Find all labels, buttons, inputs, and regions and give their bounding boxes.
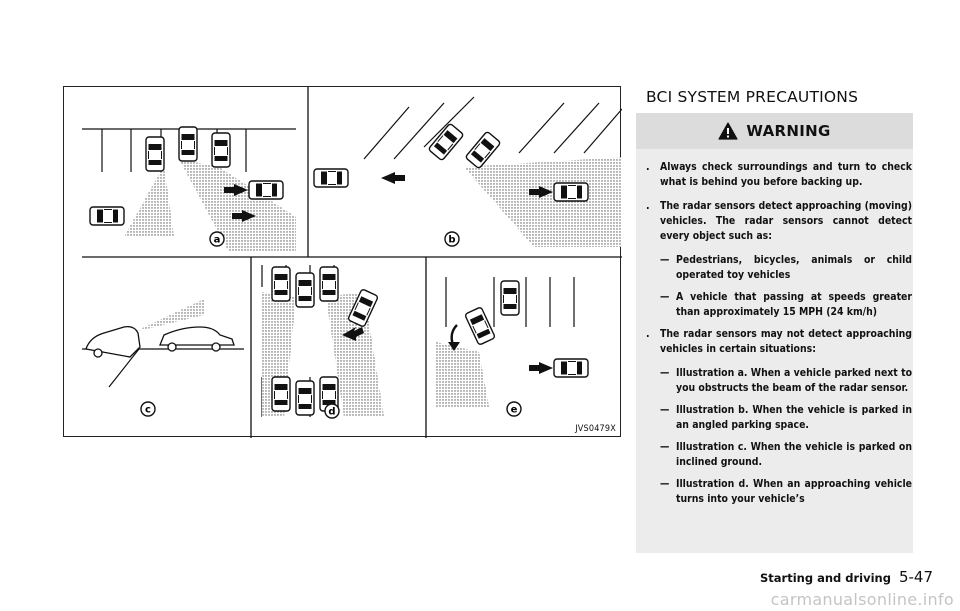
warning-body: . Always check surroundings and turn to … bbox=[646, 160, 912, 514]
warning-sub-item: — Illustration c. When the vehicle is pa… bbox=[646, 440, 912, 470]
section-title: BCI SYSTEM PRECAUTIONS bbox=[646, 88, 859, 106]
warning-label: WARNING bbox=[746, 122, 831, 140]
panel-c-label: c bbox=[140, 401, 156, 417]
bullet-text: Always check surroundings and turn to ch… bbox=[660, 161, 912, 188]
watermark: carmanualsonline.info bbox=[770, 590, 954, 609]
warning-triangle-icon bbox=[718, 122, 739, 140]
sub-item-text: Illustration c. When the vehicle is park… bbox=[676, 441, 912, 468]
panel-a-label: a bbox=[209, 231, 225, 247]
page-footer: Starting and driving 5-47 bbox=[760, 568, 933, 586]
panel-c bbox=[82, 299, 244, 388]
footer-section-name: Starting and driving bbox=[760, 571, 891, 585]
bullet-dot: . bbox=[646, 328, 650, 340]
illustration-figure: a b bbox=[63, 86, 622, 438]
dash-marker: — bbox=[660, 291, 670, 303]
panel-label-a: a bbox=[214, 235, 221, 246]
warning-bullet: . The radar sensors detect approaching (… bbox=[646, 199, 912, 244]
dash-marker: — bbox=[660, 254, 670, 266]
dash-marker: — bbox=[660, 441, 670, 453]
sub-item-text: Illustration b. When the vehicle is park… bbox=[676, 404, 912, 431]
bci-scenarios-diagram: a b bbox=[82, 87, 622, 438]
sub-item-text: A vehicle that passing at speeds greater… bbox=[676, 291, 912, 318]
sub-item-text: Pedestrians, bicycles, animals or child … bbox=[676, 254, 912, 281]
bullet-dot: . bbox=[646, 161, 650, 173]
panel-b bbox=[313, 96, 622, 247]
panel-d bbox=[261, 265, 384, 417]
sub-item-text: Illustration d. When an approaching vehi… bbox=[676, 478, 912, 505]
warning-sub-item: — Illustration d. When an approaching ve… bbox=[646, 477, 912, 507]
warning-bullet: . The radar sensors may not detect appro… bbox=[646, 327, 912, 357]
panel-e-label: e bbox=[506, 401, 522, 417]
figure-code: JVS0479X bbox=[575, 424, 616, 434]
bullet-dot: . bbox=[646, 200, 650, 212]
warning-sub-item: — Pedestrians, bicycles, animals or chil… bbox=[646, 253, 912, 283]
panel-label-b: b bbox=[448, 235, 455, 246]
panel-label-c: c bbox=[145, 405, 151, 416]
warning-box: WARNING . Always check surroundings and … bbox=[636, 113, 913, 553]
panel-b-label: b bbox=[444, 231, 460, 247]
panel-label-e: e bbox=[511, 405, 518, 416]
panel-e bbox=[436, 277, 589, 407]
dash-marker: — bbox=[660, 404, 670, 416]
footer-page-number: 5-47 bbox=[898, 568, 934, 586]
dash-marker: — bbox=[660, 367, 670, 379]
warning-sub-item: — Illustration b. When the vehicle is pa… bbox=[646, 403, 912, 433]
dash-marker: — bbox=[660, 478, 670, 490]
panel-a bbox=[82, 126, 296, 252]
warning-sub-item: — A vehicle that passing at speeds great… bbox=[646, 290, 912, 320]
warning-sub-item: — Illustration a. When a vehicle parked … bbox=[646, 366, 912, 396]
sub-item-text: Illustration a. When a vehicle parked ne… bbox=[676, 367, 912, 394]
warning-bullet: . Always check surroundings and turn to … bbox=[646, 160, 912, 190]
bullet-text: The radar sensors detect approaching (mo… bbox=[660, 200, 912, 242]
bullet-text: The radar sensors may not detect approac… bbox=[660, 328, 912, 355]
warning-header: WARNING bbox=[636, 113, 913, 149]
panel-label-d: d bbox=[328, 407, 335, 418]
panel-d-label: d bbox=[324, 403, 340, 419]
